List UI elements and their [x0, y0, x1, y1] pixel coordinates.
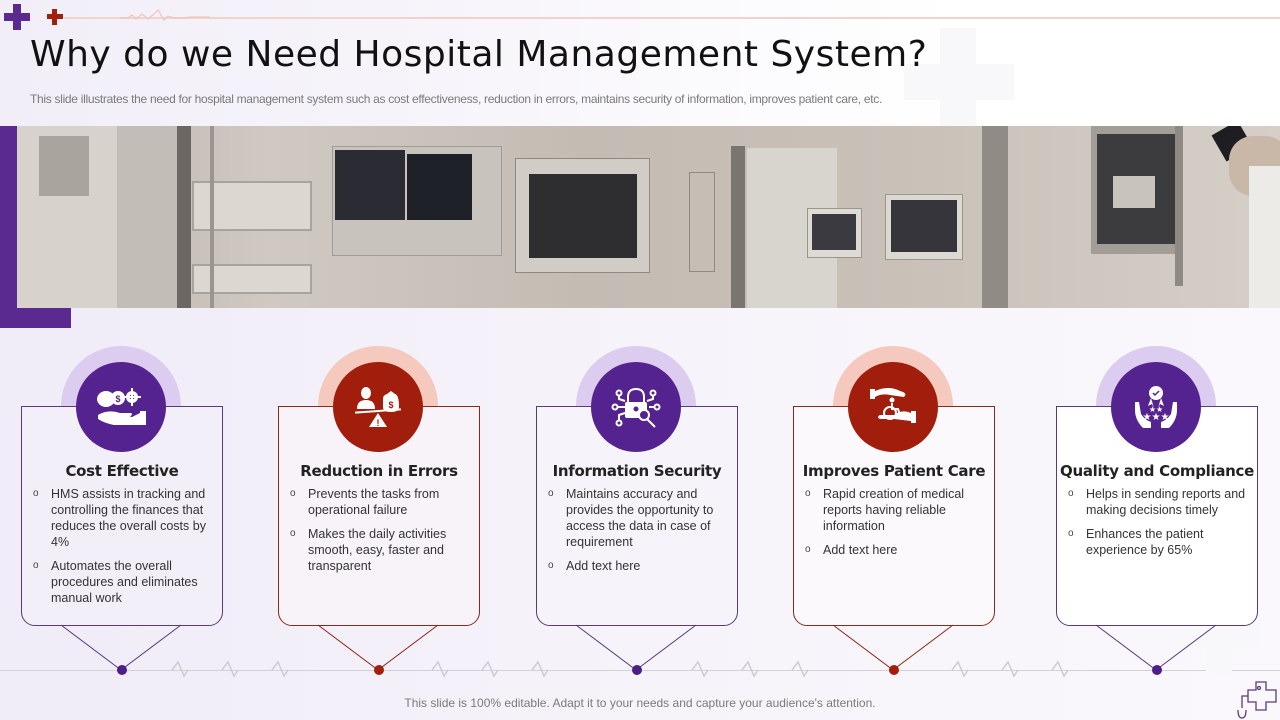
money-gear-hand-icon: $ — [97, 388, 146, 425]
bullet-item: Helps in sending reports and making deci… — [1068, 486, 1258, 518]
red-cross-icon — [47, 9, 63, 25]
header-background — [0, 0, 1280, 126]
page-subtitle: This slide illustrates the need for hosp… — [30, 92, 882, 106]
card-quality-and-compliance: ★★★ ★★ Quality and Compliance Helps in s… — [1056, 346, 1280, 676]
bullet-item: Automates the overall procedures and eli… — [33, 558, 223, 606]
header-divider — [64, 17, 1280, 19]
card-bullets: HMS assists in tracking and controlling … — [33, 486, 223, 614]
svg-text:$: $ — [388, 400, 393, 410]
bullet-item: Prevents the tasks from operational fail… — [290, 486, 480, 518]
icon-badge: $ ! — [333, 362, 423, 452]
card-improves-patient-care: Improves Patient Care Rapid creation of … — [793, 346, 1033, 676]
banner-image — [17, 126, 1280, 308]
footer-note: This slide is 100% editable. Adapt it to… — [404, 696, 876, 710]
timeline-dot — [117, 665, 127, 675]
heartbeat-line-icon — [120, 9, 210, 21]
card-title: Cost Effective — [65, 462, 179, 480]
page-title: Why do we Need Hospital Management Syste… — [30, 34, 928, 75]
icon-badge: ★★★ ★★ — [1111, 362, 1201, 452]
card-bullets: Maintains accuracy and provides the oppo… — [548, 486, 738, 582]
accent-bar — [0, 308, 71, 328]
icon-badge: $ — [76, 362, 166, 452]
bullet-item: Maintains accuracy and provides the oppo… — [548, 486, 738, 550]
card-bullets: Prevents the tasks from operational fail… — [290, 486, 480, 582]
purple-cross-icon — [4, 4, 30, 30]
card-title: Improves Patient Care — [802, 462, 986, 480]
card-cost-effective: $ Cost Effective HMS assists in tracking… — [21, 346, 261, 676]
hands-award-stars-icon: ★★★ ★★ — [1135, 386, 1177, 428]
card-title: Quality and Compliance — [1060, 462, 1254, 480]
hands-wheelchair-icon — [870, 388, 916, 423]
bullet-item: Makes the daily activities smooth, easy,… — [290, 526, 480, 574]
bullet-item: Add text here — [548, 558, 738, 574]
bullet-item: Rapid creation of medical reports having… — [805, 486, 995, 534]
icon-badge — [591, 362, 681, 452]
card-reduction-in-errors: $ ! Reduction in Errors Prevents the tas… — [278, 346, 518, 676]
watermark-cross — [904, 64, 1014, 100]
card-title: Reduction in Errors — [300, 462, 458, 480]
card-bullets: Rapid creation of medical reports having… — [805, 486, 995, 566]
bullet-item: Enhances the patient experience by 65% — [1068, 526, 1258, 558]
svg-text:★★★: ★★★ — [1143, 412, 1170, 423]
card-information-security: Information Security Maintains accuracy … — [536, 346, 776, 676]
bullet-item: Add text here — [805, 542, 995, 558]
svg-text:★★: ★★ — [1149, 405, 1163, 414]
timeline-dot — [889, 665, 899, 675]
timeline-dot — [374, 665, 384, 675]
svg-text:$: $ — [115, 394, 120, 404]
card-bullets: Helps in sending reports and making deci… — [1068, 486, 1258, 566]
card-title: Information Security — [552, 462, 722, 480]
timeline-dot — [1152, 665, 1162, 675]
svg-text:!: ! — [377, 418, 380, 428]
balance-scale-warning-icon: $ ! — [354, 387, 402, 428]
timeline-dot — [632, 665, 642, 675]
accent-bar — [0, 126, 17, 326]
bullet-item: HMS assists in tracking and controlling … — [33, 486, 223, 550]
padlock-network-icon — [611, 387, 661, 428]
icon-badge — [848, 362, 938, 452]
stethoscope-cross-icon — [1237, 681, 1277, 719]
